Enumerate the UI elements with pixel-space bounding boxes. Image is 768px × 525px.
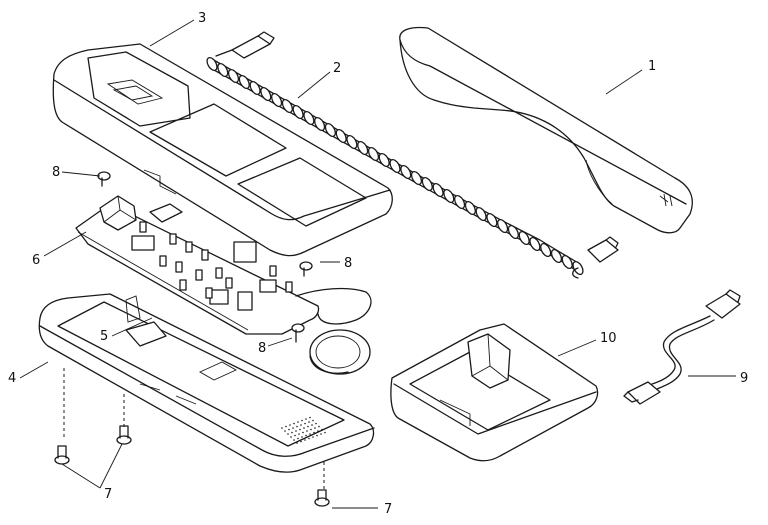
- top-housing: [52, 43, 393, 257]
- callout-4: 4: [8, 371, 16, 386]
- screws: [54, 368, 330, 507]
- screw-7c: [314, 489, 330, 507]
- callout-6: 6: [32, 253, 40, 268]
- board-components: [139, 221, 293, 299]
- callout-8b: 8: [344, 256, 352, 271]
- screws-8: [97, 171, 313, 343]
- handset: [399, 26, 693, 234]
- callout-7b: 7: [384, 502, 392, 517]
- callout-1: 1: [648, 59, 656, 74]
- coiled-cord: [206, 31, 619, 279]
- leader-lines: [19, 19, 736, 509]
- callout-8a: 8: [52, 165, 60, 180]
- wall-mount: [390, 323, 599, 462]
- screw-7b: [116, 425, 132, 445]
- base: [38, 293, 375, 473]
- callout-2: 2: [333, 61, 341, 76]
- cord-coils: [206, 56, 584, 276]
- screw-7a: [54, 445, 70, 465]
- callout-5: 5: [100, 329, 108, 344]
- speaker-grille: [281, 416, 326, 444]
- callout-8c: 8: [258, 341, 266, 356]
- speaker: [309, 329, 371, 375]
- callout-labels: 1 2 3 4 5 6 7 7 8 8 8 9 10: [8, 11, 748, 517]
- callout-9: 9: [740, 371, 748, 386]
- line-cord: [623, 289, 741, 405]
- callout-7a: 7: [104, 487, 112, 502]
- callout-10: 10: [600, 331, 617, 346]
- callout-3: 3: [198, 11, 206, 26]
- circuit-board: [75, 195, 372, 335]
